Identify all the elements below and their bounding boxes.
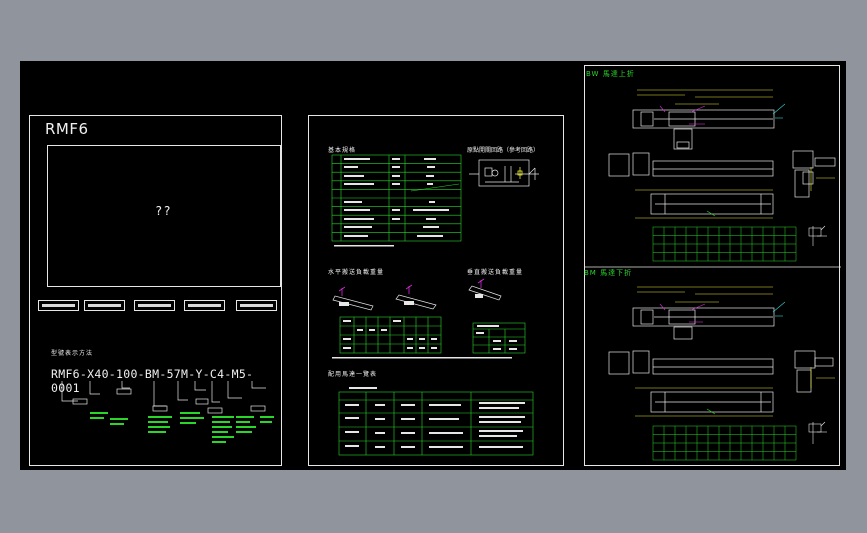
ordering-heading: 型號表示方法	[51, 350, 94, 357]
product-preview-box: ??	[47, 145, 281, 287]
spec-tag-5	[236, 300, 277, 311]
center-sheet: 基本規格 原點開關回路（參考回路） 水平搬送負載重量 垂直搬送負載重量 配用馬達…	[308, 115, 564, 466]
spec-tag-1	[38, 300, 79, 311]
motor-heading: 配用馬達一覽表	[328, 371, 378, 378]
load-heading-left: 水平搬送負載重量	[328, 269, 385, 276]
left-sheet: RMF6 ?? 型號表示方法 RMF6-X40-100-BM-57M-Y-C4-…	[29, 115, 282, 466]
cad-drawing-canvas[interactable]: RMF6 ?? 型號表示方法 RMF6-X40-100-BM-57M-Y-C4-…	[20, 61, 846, 470]
spec-heading: 基本規格	[328, 147, 357, 154]
spec-tag-2	[84, 300, 125, 311]
right-drawings	[585, 89, 841, 461]
ordering-callouts	[61, 381, 274, 443]
lower-section-heading: BM 馬達下折	[584, 269, 633, 277]
load-heading-right: 垂直搬送負載重量	[467, 269, 524, 276]
model-code: RMF6-X40-100-BM-57M-Y-C4-M5-0001	[51, 367, 254, 395]
model-title: RMF6	[45, 120, 89, 138]
center-drawings	[331, 154, 539, 456]
spec-tag-4	[184, 300, 225, 311]
circuit-heading: 原點開關回路（參考回路）	[467, 147, 540, 154]
preview-placeholder: ??	[155, 204, 173, 218]
right-sheet: BW 馬達上折 BM 馬達下折	[584, 65, 841, 466]
spec-tag-3	[134, 300, 175, 311]
upper-section-heading: BW 馬達上折	[586, 70, 635, 78]
